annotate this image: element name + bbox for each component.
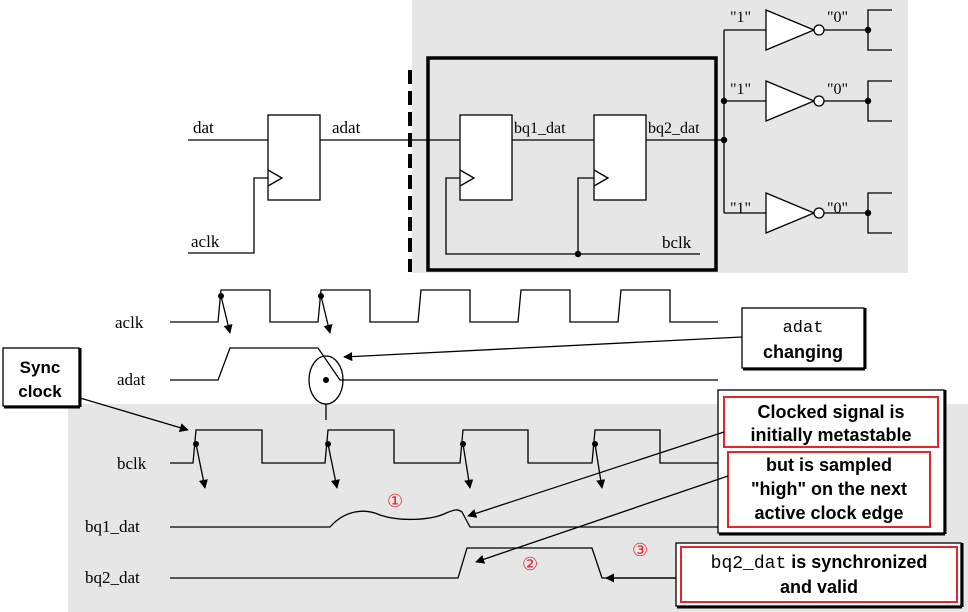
label-aclk: aclk bbox=[191, 232, 220, 251]
timing-label-bq2-dat: bq2_dat bbox=[85, 568, 140, 587]
sampled-high-line3: active clock edge bbox=[754, 503, 903, 523]
schematic-dots bbox=[574, 26, 872, 258]
label-dat: dat bbox=[193, 118, 214, 137]
wave-bclk bbox=[170, 429, 718, 464]
callout-synchronized: bq2_dat is synchronized and valid bbox=[675, 542, 964, 609]
synchronizer-box bbox=[426, 56, 718, 272]
inv1-out-label: "0" bbox=[827, 9, 848, 26]
wave-bq1-dat bbox=[170, 509, 718, 528]
adat-changing-line2: changing bbox=[763, 342, 843, 362]
flop-bq2 bbox=[593, 114, 647, 201]
sampled-high-line2: "high" on the next bbox=[751, 479, 907, 499]
label-bq2-dat: bq2_dat bbox=[648, 120, 700, 137]
timing-label-bclk: bclk bbox=[117, 454, 147, 473]
metastable-arrow bbox=[467, 431, 725, 518]
adat-changing-line1: adat bbox=[783, 319, 824, 338]
metastable-line1: Clocked signal is bbox=[757, 402, 904, 422]
callout-metastable: Clocked signal is initially metastable b… bbox=[717, 389, 947, 536]
timing-label-adat: adat bbox=[117, 370, 146, 389]
sync-clock-line1: Sync bbox=[20, 358, 61, 377]
synchronized-line2: and valid bbox=[780, 577, 858, 597]
flop-bq1 bbox=[459, 114, 513, 201]
timing-label-bq1-dat: bq1_dat bbox=[85, 517, 140, 536]
inv3-out-label: "0" bbox=[827, 200, 848, 217]
inv2-out-label: "0" bbox=[827, 81, 848, 98]
inv2-in-label: "1" bbox=[730, 81, 751, 98]
wave-aclk bbox=[170, 289, 718, 323]
inv1-in-label: "1" bbox=[730, 9, 751, 26]
edge-arrows bbox=[195, 295, 606, 489]
sync-clock-arrow bbox=[79, 397, 189, 433]
wave-adat bbox=[170, 347, 718, 381]
synchronized-code: bq2_dat bbox=[711, 554, 787, 574]
sync-clock-line2: clock bbox=[18, 382, 62, 401]
label-bclk: bclk bbox=[662, 233, 692, 252]
callout-sync-clock: Sync clock bbox=[2, 347, 82, 409]
timing-label-aclk: aclk bbox=[115, 313, 144, 332]
marker-2: ② bbox=[522, 554, 538, 574]
sampled-high-arrow bbox=[475, 475, 729, 564]
inv3-in-label: "1" bbox=[730, 200, 751, 217]
flop-a bbox=[267, 114, 321, 201]
sampled-high-line1: but is sampled bbox=[766, 455, 892, 475]
edge-dots bbox=[193, 293, 598, 447]
marker-3: ③ bbox=[632, 540, 648, 560]
label-bq1-dat: bq1_dat bbox=[514, 120, 566, 137]
marker-1: ① bbox=[387, 491, 403, 511]
synchronized-line1: bq2_dat is synchronized bbox=[711, 552, 928, 574]
label-adat: adat bbox=[332, 118, 361, 137]
metastable-line2: initially metastable bbox=[750, 425, 911, 445]
synchronized-text: is synchronized bbox=[786, 552, 927, 572]
timing-waveforms bbox=[170, 289, 718, 579]
adat-changing-arrow bbox=[343, 336, 743, 362]
schematic bbox=[188, 9, 892, 272]
callout-adat-changing: adat changing bbox=[741, 307, 867, 371]
